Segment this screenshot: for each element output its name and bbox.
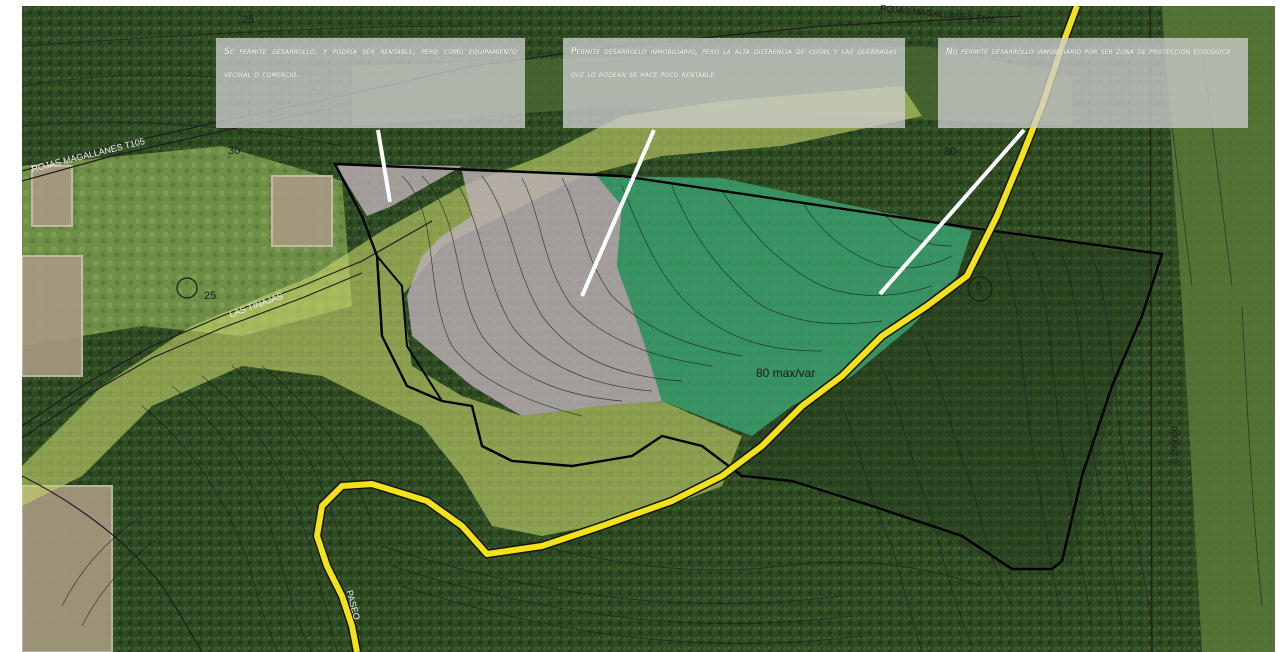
property-boundary — [332, 162, 1164, 571]
callout-equipamiento-text: Se permite desarrollo, y podría ser rent… — [224, 47, 517, 80]
gray-zone-center — [407, 171, 662, 416]
pointer-line-3 — [878, 128, 1026, 296]
field-right — [1162, 6, 1275, 652]
marker-circle — [967, 276, 993, 302]
green-zone — [597, 176, 972, 436]
dark-forest-zone — [752, 231, 1162, 571]
callout-inmobiliario-text: Permite desarrollo inmobiliario, pero la… — [571, 47, 897, 80]
pointer-line-2 — [580, 129, 656, 297]
contour-label-30: 30 — [228, 145, 241, 157]
property-boundary-inner — [376, 255, 443, 402]
urban-area — [22, 165, 333, 652]
contour-label-25-mid: 25 — [204, 290, 217, 302]
roundabout — [176, 277, 198, 299]
gray-zone-left — [335, 164, 462, 216]
marker-circle-label: 5 — [976, 281, 982, 292]
contour-label-25-top: 25 — [242, 14, 255, 26]
yellow-zone — [22, 86, 922, 536]
callout-inmobiliario: Permite desarrollo inmobiliario, pero la… — [563, 38, 905, 128]
callout-proteccion: No permite desarrollo inmobiliario por s… — [938, 38, 1248, 128]
contour-label-80-top: 80 — [944, 146, 957, 158]
coordinate-label: 6.289000 — [1169, 426, 1180, 464]
yellow-road-fill — [314, 6, 1080, 652]
callout-equipamiento: Se permite desarrollo, y podría ser rent… — [216, 38, 525, 128]
callout-proteccion-text: No permite desarrollo inmobiliario por s… — [946, 47, 1231, 57]
pointer-line-1 — [376, 129, 392, 203]
contour-label-80-max: 80 max/var — [756, 366, 816, 380]
